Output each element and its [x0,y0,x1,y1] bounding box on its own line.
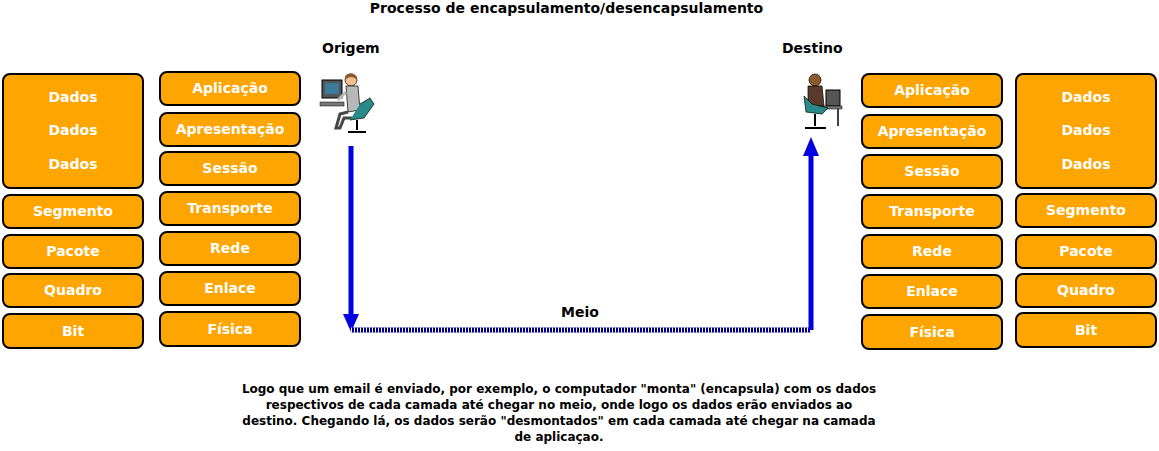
layer-box: Apresentação [159,112,301,147]
box-label: Pacote [46,243,99,260]
region-label: Destino [782,40,843,56]
data-stack-box: DadosDadosDados [2,73,144,189]
layer-box: Transporte [861,194,1003,229]
layer-box: Enlace [159,271,301,306]
box-label: Dados [48,122,97,139]
down-arrow [349,146,354,318]
box-label: Segmento [33,203,113,220]
box-label: Física [207,321,252,338]
box-label: Enlace [906,283,958,300]
pdu-box: Pacote [2,234,144,269]
layer-box: Enlace [861,274,1003,309]
layer-box: Física [861,314,1003,350]
region-label: Meio [561,304,599,320]
box-label: Bit [1075,322,1097,339]
box-label: Apresentação [878,123,987,140]
pdu-box: Segmento [1015,193,1157,228]
pdu-box: Bit [1015,312,1157,348]
box-label: Dados [1061,89,1110,106]
layer-box: Rede [861,234,1003,269]
box-label: Apresentação [176,121,285,138]
box-label: Rede [210,240,250,257]
box-label: Enlace [204,280,256,297]
box-label: Dados [1061,122,1110,139]
box-label: Bit [62,323,84,340]
region-label: Origem [322,40,380,56]
pdu-box: Quadro [2,273,144,308]
layer-box: Transporte [159,191,301,226]
up-arrow [809,152,814,330]
box-label: Física [909,324,954,341]
layer-box: Sessão [861,154,1003,189]
layer-box: Aplicação [159,71,301,106]
box-label: Dados [48,89,97,106]
layer-box: Física [159,311,301,347]
box-label: Sessão [202,160,257,177]
box-label: Aplicação [192,80,268,97]
pdu-box: Segmento [2,194,144,229]
box-label: Dados [1061,156,1110,173]
medium-line [351,328,811,333]
pdu-box: Quadro [1015,273,1157,308]
box-label: Transporte [187,200,272,217]
layer-box: Apresentação [861,114,1003,149]
layer-box: Sessão [159,151,301,186]
box-label: Transporte [889,203,974,220]
box-label: Sessão [904,163,959,180]
caption: Logo que um email é enviado, por exemplo… [239,381,879,445]
box-label: Quadro [1057,282,1115,299]
box-label: Quadro [44,282,102,299]
box-label: Aplicação [894,82,970,99]
pdu-box: Pacote [1015,234,1157,269]
box-label: Dados [48,156,97,173]
box-label: Pacote [1059,243,1112,260]
layer-box: Rede [159,231,301,266]
box-label: Rede [912,243,952,260]
diagram-title: Processo de encapsulamento/desencapsulam… [0,0,1133,16]
pdu-box: Bit [2,313,144,349]
arrow-head [803,137,819,156]
layer-box: Aplicação [861,73,1003,108]
origin-person [320,73,374,132]
medium-line-pattern [351,328,811,333]
data-stack-box: DadosDadosDados [1015,73,1157,189]
destination-person [804,74,842,128]
box-label: Segmento [1046,202,1126,219]
